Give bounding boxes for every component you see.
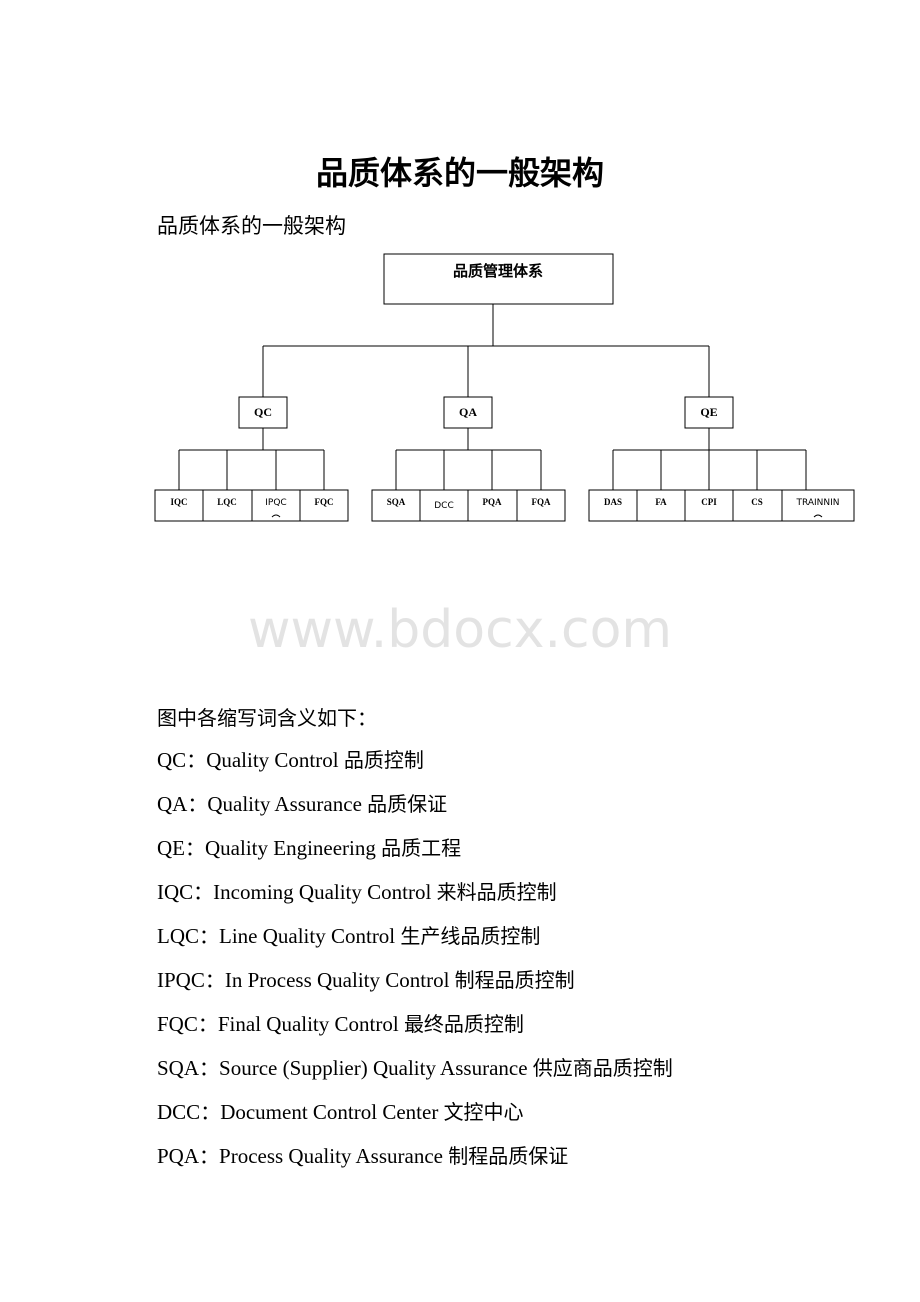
org-chart: 品质管理体系 QC QA QE IQC LQC IPQC FQC SQA DCC… [154,253,855,522]
definition-colon: ： [186,748,207,772]
definition-abbr: IQC [157,880,194,904]
definition-en: Quality Assurance [207,792,362,816]
org-label-cs: CS [751,497,763,507]
definition-item: QA：Quality Assurance 品质保证 [157,788,673,832]
ipqc-mark [271,514,281,518]
definition-item: FQC：Final Quality Control 最终品质控制 [157,1008,673,1052]
org-label-trainning: TRAINNIN [795,498,839,508]
definition-en: Quality Control [206,748,339,772]
definition-item: SQA：Source (Supplier) Quality Assurance … [157,1052,673,1096]
definition-abbr: IPQC [157,968,205,992]
definition-item: IPQC：In Process Quality Control 制程品质控制 [157,964,673,1008]
org-box-sqa [371,489,421,522]
org-box-fa [636,489,686,522]
definition-item: QE：Quality Engineering 品质工程 [157,832,673,876]
definition-colon: ： [185,836,205,860]
definition-en: In Process Quality Control [224,968,450,992]
definition-en: Quality Engineering [205,836,376,860]
org-box-dcc [419,489,469,522]
org-box-cpi [684,489,734,522]
definition-en: Line Quality Control [219,924,396,948]
definition-cn: 品质工程 [381,836,462,860]
definition-cn: 文控中心 [443,1100,524,1124]
definition-abbr: SQA [157,1056,200,1080]
definition-colon: ： [199,924,219,948]
org-box-fqc [299,489,349,522]
org-label-dcc: DCC [434,501,454,511]
definition-en: Process Quality Assurance [219,1144,443,1168]
definition-abbr: QE [157,836,185,860]
definition-colon: ： [204,968,225,992]
org-box-pqa [467,489,518,522]
org-box-trainning [781,489,855,522]
definition-item: QC：Quality Control 品质控制 [157,744,673,788]
definition-item: LQC：Line Quality Control 生产线品质控制 [157,920,673,964]
page-title: 品质体系的一般架构 [315,154,604,192]
org-box-qe [684,396,734,429]
org-label-sqa: SQA [387,497,406,507]
definition-colon: ： [199,1144,220,1168]
org-label-cpi: CPI [701,497,717,507]
definition-colon: ： [193,880,214,904]
definition-abbr: PQA [157,1144,200,1168]
definition-item: DCC：Document Control Center 文控中心 [157,1096,673,1140]
definition-abbr: LQC [157,924,199,948]
org-root-label: 品质管理体系 [453,262,543,280]
org-label-qe: QE [700,405,717,419]
definition-cn: 制程品质控制 [454,968,575,992]
watermark: www.bdocx.com [247,600,673,660]
definition-abbr: QC [157,748,187,772]
definition-cn: 供应商品质控制 [532,1056,673,1080]
definition-en: Final Quality Control [217,1012,399,1036]
org-box-fqa [516,489,566,522]
definition-abbr: DCC [157,1100,201,1124]
definition-en: Document Control Center [220,1100,439,1124]
page-subtitle: 品质体系的一般架构 [157,214,346,238]
definition-abbr: QA [157,792,188,816]
org-box-qa [443,396,493,429]
org-label-iqc: IQC [170,497,187,507]
org-label-fa: FA [655,497,667,507]
org-box-das [588,489,638,522]
definition-cn: 品质控制 [343,748,424,772]
definition-cn: 制程品质保证 [448,1144,569,1168]
definition-colon: ： [197,1012,218,1036]
org-label-lqc: LQC [217,497,237,507]
org-box-cs [732,489,783,522]
definition-item: IQC：Incoming Quality Control 来料品质控制 [157,876,673,920]
org-root-box [383,253,614,305]
org-label-qc: QC [254,405,272,419]
org-label-ipqc: IPQC [265,498,286,508]
org-label-fqc: FQC [315,497,334,507]
org-label-pqa: PQA [483,497,502,507]
definition-cn: 最终品质控制 [403,1012,524,1036]
definition-colon: ： [187,792,208,816]
trainning-mark [813,514,823,518]
org-label-qa: QA [459,405,477,419]
definition-cn: 来料品质控制 [436,880,557,904]
org-box-lqc [202,489,253,522]
definition-en: Incoming Quality Control [213,880,432,904]
definition-colon: ： [200,1100,221,1124]
definition-abbr: FQC [157,1012,198,1036]
org-box-qc [238,396,288,429]
org-label-fqa: FQA [532,497,551,507]
definition-colon: ： [199,1056,220,1080]
org-label-das: DAS [604,497,622,507]
definitions-intro: 图中各缩写词含义如下： [157,706,377,730]
definition-cn: 品质保证 [367,792,448,816]
definition-item: PQA：Process Quality Assurance 制程品质保证 [157,1140,673,1184]
definitions-list: QC：Quality Control 品质控制 QA：Quality Assur… [157,744,673,1184]
definition-en: Source (Supplier) Quality Assurance [219,1056,528,1080]
org-box-ipqc [251,489,301,522]
definition-cn: 生产线品质控制 [400,924,541,948]
